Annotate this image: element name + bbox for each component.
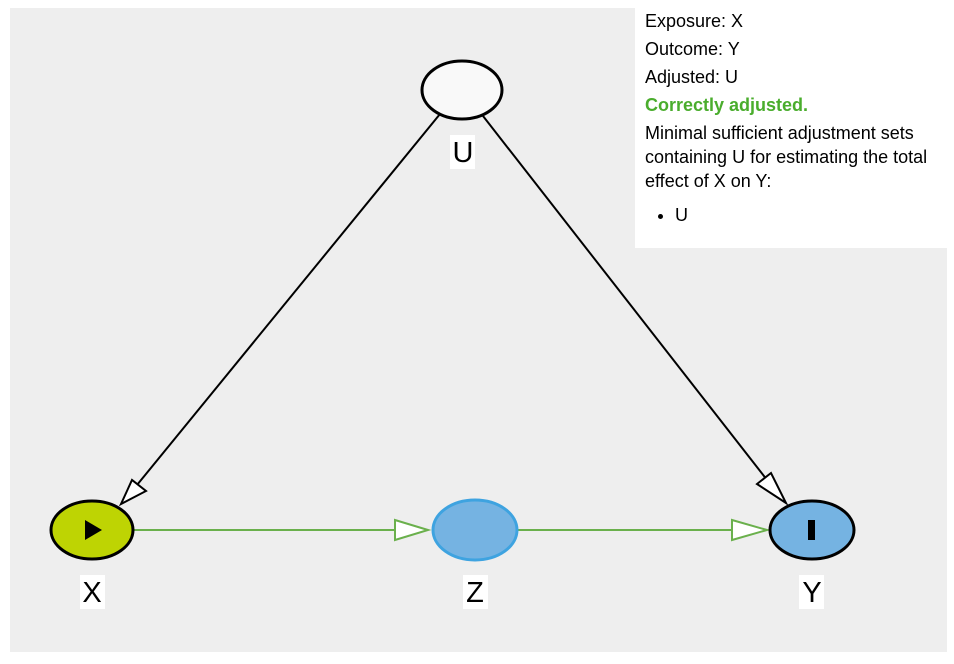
- node-x-label: X: [82, 577, 101, 609]
- exposure-play-icon: [85, 520, 102, 540]
- edge-x-to-z[interactable]: [133, 518, 432, 542]
- node-z[interactable]: Z: [431, 498, 519, 609]
- adjustment-sets-list: U: [645, 203, 947, 227]
- node-y[interactable]: Y: [768, 499, 856, 609]
- node-z-label: Z: [466, 577, 484, 609]
- edge-z-to-y[interactable]: [517, 518, 771, 542]
- outcome-text: Outcome: Y: [645, 39, 740, 59]
- edge-u-to-x[interactable]: [118, 113, 441, 507]
- adjustment-set-item: U: [675, 203, 947, 227]
- node-u[interactable]: U: [420, 59, 504, 169]
- adjustment-sets-description: Minimal sufficient adjustment sets conta…: [645, 123, 928, 191]
- outcome-bar-icon: [808, 520, 815, 540]
- info-panel: Exposure: X Outcome: Y Adjusted: U Corre…: [635, 0, 947, 248]
- adjusted-text: Adjusted: U: [645, 67, 739, 87]
- exposure-text: Exposure: X: [645, 11, 744, 31]
- edge-u-to-y[interactable]: [482, 115, 789, 506]
- node-x[interactable]: X: [49, 499, 135, 609]
- node-y-label: Y: [802, 577, 821, 609]
- adjustment-status: Correctly adjusted.: [645, 95, 809, 115]
- node-u-label: U: [453, 137, 474, 169]
